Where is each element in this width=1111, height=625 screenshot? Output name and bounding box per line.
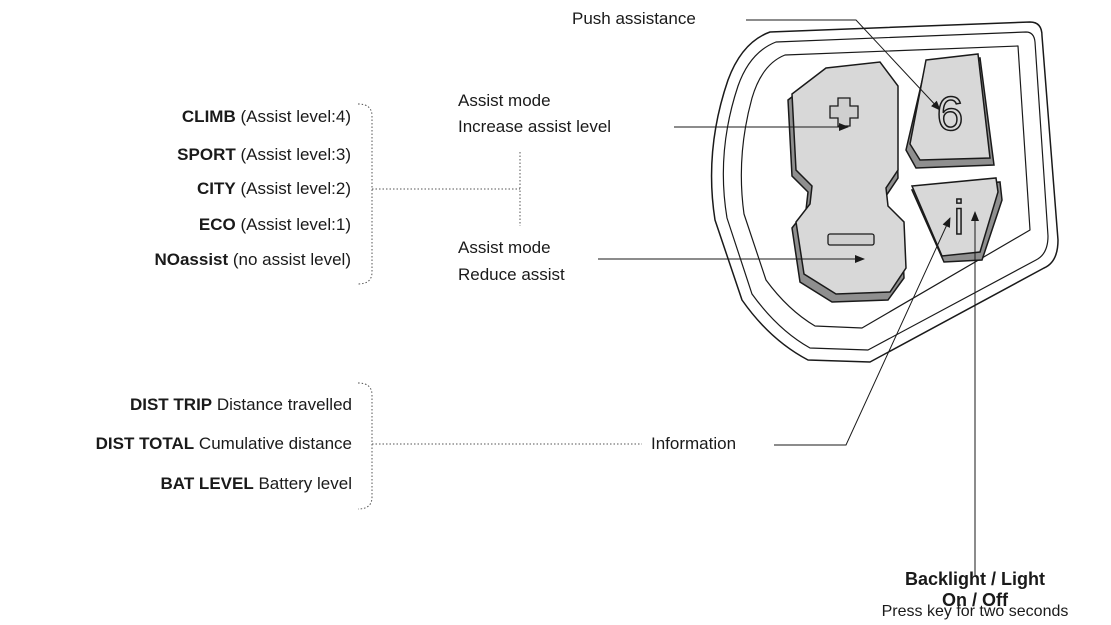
assist-rocker-key[interactable]	[787, 61, 907, 303]
backlight-label-1: Backlight / Light	[904, 569, 1045, 589]
increase-assist-label-2: Increase assist level	[458, 117, 612, 136]
push-assistance-leader	[746, 19, 941, 111]
reduce-assist-label-1: Assist mode	[458, 238, 551, 257]
info-name: DIST TRIP	[129, 395, 213, 414]
assist-mode-item: NOassist (no assist level)	[154, 250, 351, 270]
increase-assist-label-1: Assist mode	[458, 91, 551, 110]
push-assistance-key[interactable]	[905, 53, 995, 169]
mode-name: ECO	[198, 215, 236, 234]
mode-desc: (no assist level)	[232, 250, 351, 269]
assist-mode-item: SPORT (Assist level:3)	[177, 145, 351, 165]
backlight-label-2: On / Off	[942, 590, 1008, 610]
reduce-assist-label-2: Reduce assist	[458, 265, 565, 284]
mode-desc: (Assist level:1)	[240, 215, 351, 234]
info-key[interactable]	[910, 177, 1003, 263]
backlight-label-3: Press key for two seconds	[881, 603, 1069, 620]
push-assistance-key-label: 6	[936, 87, 964, 142]
minus-icon	[827, 233, 875, 246]
assist-modes-bracket	[357, 103, 521, 285]
assist-mode-item: ECO (Assist level:1)	[199, 215, 351, 235]
mode-name: CITY	[197, 179, 236, 198]
info-name: DIST TOTAL	[95, 434, 195, 453]
info-key-label: i	[953, 191, 965, 246]
info-item: DIST TOTAL Cumulative distance	[96, 434, 352, 454]
assist-mode-item: CLIMB (Assist level:4)	[182, 107, 351, 127]
push-assistance-label: Push assistance	[572, 9, 696, 28]
mode-desc: (Assist level:3)	[240, 145, 351, 164]
assist-mode-item: CITY (Assist level:2)	[197, 179, 351, 199]
information-label: Information	[651, 434, 737, 453]
mode-name: CLIMB	[181, 107, 236, 126]
mode-desc: (Assist level:2)	[240, 179, 351, 198]
info-name: BAT LEVEL	[160, 474, 254, 493]
information-leader	[774, 217, 951, 446]
info-items-bracket	[357, 382, 642, 510]
mode-name: NOassist	[154, 250, 229, 269]
info-desc: Battery level	[258, 474, 352, 493]
info-item: DIST TRIP Distance travelled	[130, 395, 352, 415]
mode-desc: (Assist level:4)	[240, 107, 351, 126]
info-desc: Distance travelled	[216, 395, 352, 414]
info-desc: Cumulative distance	[198, 434, 352, 453]
plus-icon	[829, 97, 859, 127]
info-item: BAT LEVEL Battery level	[161, 474, 352, 494]
mode-name: SPORT	[177, 145, 236, 164]
